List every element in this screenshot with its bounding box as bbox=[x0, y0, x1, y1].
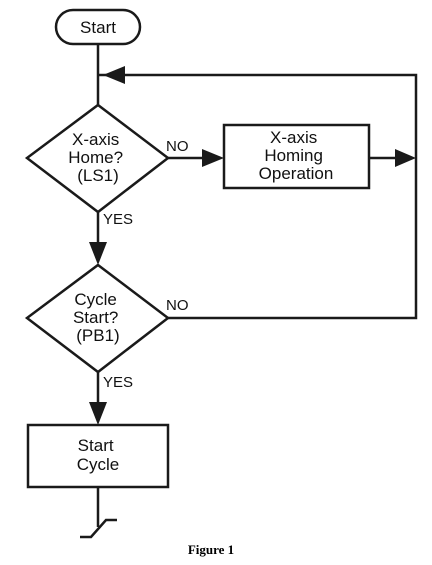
edge-label-home-no: NO bbox=[166, 138, 189, 155]
cycle-start-decision-label: Cycle Start? (PB1) bbox=[73, 290, 123, 345]
figure-caption: Figure 1 bbox=[188, 542, 234, 557]
edge-label-home-yes: YES bbox=[103, 211, 133, 228]
x-axis-home-decision-label: X-axis Home? (LS1) bbox=[68, 130, 128, 185]
start-terminator bbox=[54, 8, 142, 46]
x-axis-home-decision bbox=[24, 103, 171, 214]
edge-label-cycle-yes: YES bbox=[103, 374, 133, 391]
arrowhead-homing-to-loop bbox=[395, 149, 416, 167]
connector-loop-return bbox=[98, 73, 418, 320]
edge-label-cycle-no: NO bbox=[166, 297, 189, 314]
start-terminator-label: Start bbox=[80, 18, 116, 37]
arrowhead-loop-return bbox=[103, 66, 125, 84]
start-cycle-process bbox=[26, 423, 170, 489]
arrowhead-to-homing bbox=[202, 149, 224, 167]
x-axis-homing-process bbox=[222, 123, 371, 190]
start-cycle-process-label: Start Cycle bbox=[77, 436, 120, 474]
x-axis-homing-process-label: X-axis Homing Operation bbox=[259, 128, 334, 183]
off-page-break-mark bbox=[80, 518, 117, 539]
arrowhead-to-cycle-start bbox=[89, 242, 107, 265]
cycle-start-decision bbox=[24, 263, 171, 374]
arrowhead-to-start-cycle bbox=[89, 402, 107, 425]
